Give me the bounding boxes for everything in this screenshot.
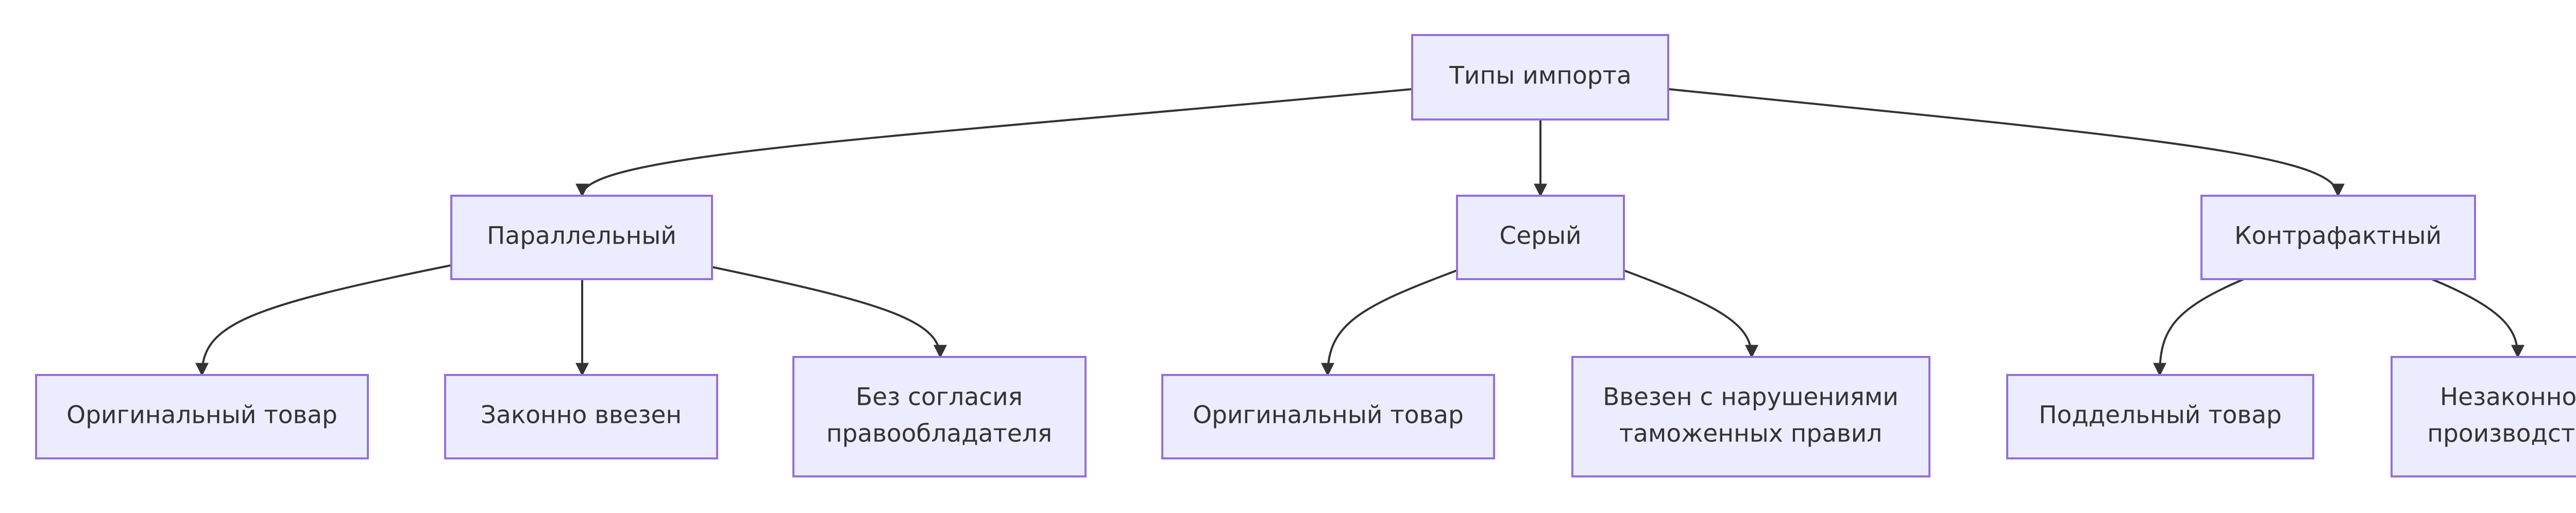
node-counterfeit-label: Контрафактный — [2234, 222, 2442, 250]
edge-root-counterfeit — [1668, 88, 2345, 197]
node-gray-violations-line1: Ввезен с нарушениями — [1603, 383, 1899, 412]
node-parallel-original: Оригинальный товар — [35, 374, 369, 459]
node-counterfeit-fake: Поддельный товар — [2006, 374, 2314, 459]
edge-gray-violations — [1623, 269, 1758, 358]
node-gray-original-label: Оригинальный товар — [1193, 401, 1464, 430]
node-gray-original: Оригинальный товар — [1161, 374, 1495, 459]
node-root-label: Типы импорта — [1449, 62, 1632, 90]
edge-parallel-no-consent — [710, 266, 947, 358]
node-gray-violations-line2: таможенных правил — [1619, 420, 1883, 448]
node-gray-violations: Ввезен с нарушениями таможенных правил — [1571, 356, 1930, 477]
node-counterfeit-illegal-line2: производство — [2427, 420, 2576, 448]
node-gray-label: Серый — [1499, 222, 1581, 250]
node-counterfeit-illegal-line1: Незаконное — [2440, 383, 2576, 412]
node-parallel-legal: Законно ввезен — [444, 374, 718, 459]
node-root: Типы импорта — [1411, 34, 1669, 121]
nodes: Типы импорта Параллельный Серый Контрафа… — [35, 34, 2576, 477]
node-parallel-label: Параллельный — [487, 222, 676, 250]
node-counterfeit-fake-label: Поддельный товар — [2039, 401, 2282, 430]
node-counterfeit: Контрафактный — [2200, 195, 2476, 280]
edge-counterfeit-illegal — [2431, 278, 2524, 358]
edge-counterfeit-fake — [2153, 278, 2244, 377]
node-parallel-no-consent-line2: правообладателя — [826, 420, 1052, 448]
edge-root-parallel — [575, 88, 1413, 197]
node-parallel-no-consent: Без согласия правообладателя — [792, 356, 1087, 477]
edges — [195, 88, 2524, 377]
node-counterfeit-illegal: Незаконное производство — [2391, 356, 2576, 477]
node-parallel-no-consent-line1: Без согласия — [856, 383, 1023, 412]
node-gray: Серый — [1456, 195, 1625, 280]
node-parallel-original-label: Оригинальный товар — [66, 401, 337, 430]
node-parallel-legal-label: Законно ввезен — [481, 401, 682, 430]
node-parallel: Параллельный — [450, 195, 713, 280]
edge-gray-original — [1321, 269, 1458, 377]
edge-parallel-original — [195, 264, 452, 377]
